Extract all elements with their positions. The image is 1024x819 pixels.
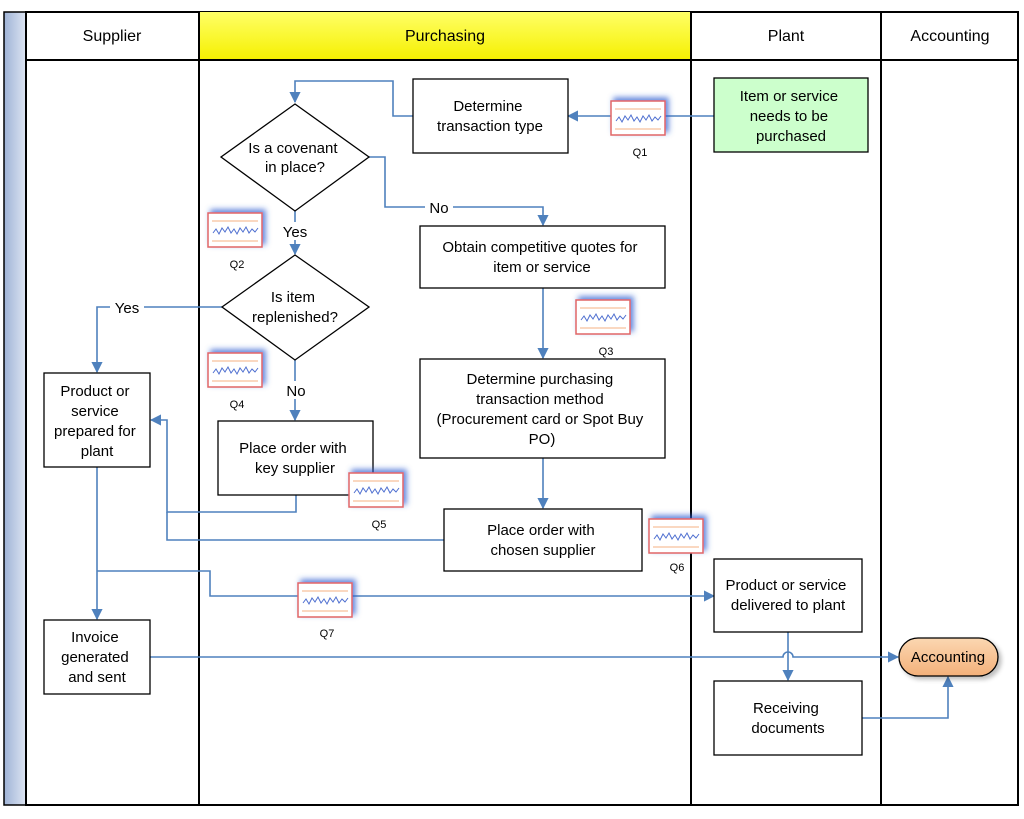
svg-text:Place order with key sup: Place order with key supplier — [239, 440, 351, 477]
svg-text:Invoice generated: Invoice generated and sent — [61, 629, 133, 686]
svg-text:No: No — [286, 383, 305, 400]
edge-prepared-to-delivered — [97, 570, 716, 602]
run-chart-icon — [610, 100, 666, 136]
lane-title-purchasing: Purchasing — [405, 28, 485, 45]
metric-label-q7: Q7 — [320, 628, 335, 640]
node-chosen-supplier: Place order with chosen supplier — [443, 508, 643, 572]
node-delivered-to-plant: Product or service delivered to plant — [713, 558, 863, 633]
run-chart-icon — [348, 472, 404, 508]
run-chart-icon — [207, 352, 263, 388]
edge-receiving-to-accounting — [862, 675, 954, 719]
edge-label-no-quotes: No — [425, 199, 453, 217]
edge-chosen-to-prepared — [166, 512, 444, 541]
metric-label-q5: Q5 — [372, 519, 387, 531]
svg-text:Obtain competitive quotes for: Obtain competitive quotes for item or se… — [442, 239, 641, 276]
node-covenant-decision: Is a covenant in place? — [219, 103, 371, 212]
node-replenished-decision: Is item replenished? — [220, 254, 371, 361]
svg-text:Item or service needs to: Item or service needs to be purchased — [740, 88, 843, 145]
svg-text:Is item replenished?: Is item replenished? — [252, 289, 338, 326]
run-chart-icon — [575, 299, 631, 335]
lane-title-plant: Plant — [768, 28, 805, 45]
node-accounting-terminal: Accounting — [898, 637, 999, 677]
node-prepared-for-plant: Product or service prepared for plant — [43, 372, 151, 468]
lane-title-accounting: Accounting — [910, 28, 989, 45]
node-key-supplier: Place order with key supplier — [217, 420, 374, 496]
svg-text:Product or service: Product or service prepared for plant — [54, 383, 140, 460]
run-chart-icon — [297, 582, 353, 618]
svg-text:Yes: Yes — [283, 224, 307, 241]
edge-label-no-key: No — [282, 381, 310, 400]
svg-text:Product or service deliv: Product or service delivered to plant — [725, 577, 850, 614]
run-chart-icon — [648, 518, 704, 554]
svg-text:Accounting: Accounting — [911, 649, 985, 666]
metric-label-q4: Q4 — [230, 399, 245, 411]
edge-label-yes-replenished: Yes — [278, 222, 312, 241]
node-obtain-quotes: Obtain competitive quotes for item or se… — [419, 225, 666, 289]
node-determine-method: Determine purchasing transaction method … — [419, 358, 666, 459]
run-chart-icon — [207, 212, 263, 248]
edge-covenant-no — [369, 156, 549, 227]
svg-text:No: No — [429, 200, 448, 217]
edge-determine-to-covenant — [289, 80, 413, 117]
left-bar — [3, 11, 27, 806]
svg-text:Receiving documents: Receiving documents — [751, 700, 824, 737]
svg-text:Is a covenant in place?: Is a covenant in place? — [248, 140, 341, 176]
connectors — [91, 80, 954, 719]
node-receiving-documents: Receiving documents — [713, 680, 863, 756]
svg-text:Yes: Yes — [115, 300, 139, 317]
lane-title-supplier: Supplier — [83, 28, 142, 45]
metric-label-q3: Q3 — [599, 346, 614, 358]
svg-text:Place order with chosen: Place order with chosen supplier — [487, 522, 599, 559]
purchasing-header-fill — [199, 12, 691, 60]
svg-text:Determine transaction ty: Determine transaction type — [437, 98, 543, 135]
svg-text:Determine purchasing tra: Determine purchasing transaction method … — [437, 371, 648, 448]
metric-label-q1: Q1 — [633, 147, 648, 159]
edge-label-yes-supplier: Yes — [110, 298, 144, 317]
node-item-needed: Item or service needs to be purchased — [713, 77, 869, 153]
edge-replenished-yes — [91, 306, 222, 374]
node-invoice: Invoice generated and sent — [43, 619, 151, 695]
metric-label-q2: Q2 — [230, 259, 245, 271]
metric-label-q6: Q6 — [670, 562, 685, 574]
node-determine-type: Determine transaction type — [412, 78, 569, 154]
